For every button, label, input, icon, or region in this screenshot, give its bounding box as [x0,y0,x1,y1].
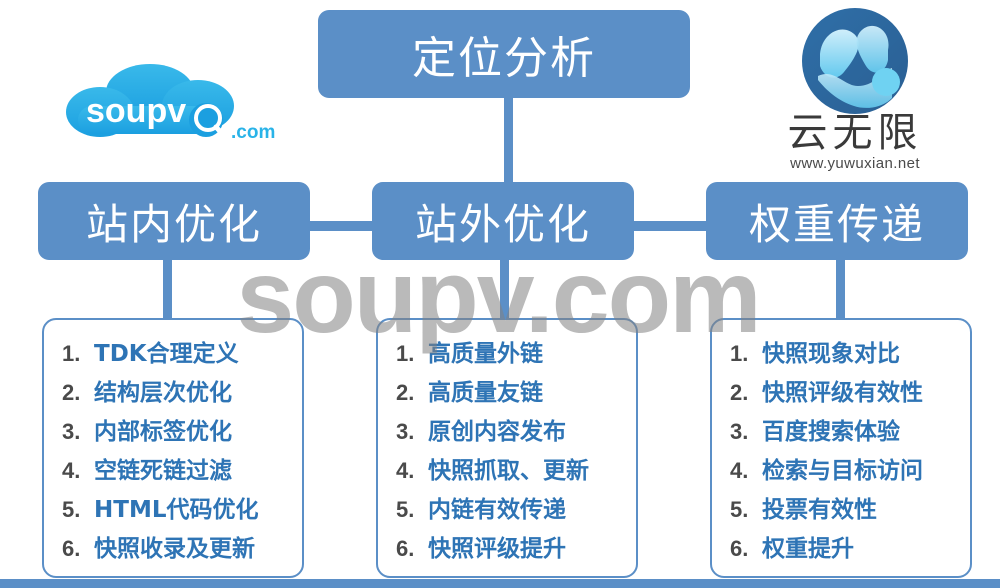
list-item: 3. 百度搜索体验 [712,412,970,451]
list-item-label: 快照现象对比 [762,341,900,367]
list-item: 4. 检索与目标访问 [712,451,970,490]
list-item-number: 5. [62,497,81,522]
node-title-box[interactable]: 定位分析 [318,10,690,98]
node-branch-weight-transfer[interactable]: 权重传递 [706,182,968,260]
list-item-label: 空链死链过滤 [94,458,232,484]
list-card-weight-transfer: 1. 快照现象对比 2. 快照评级有效性 3. 百度搜索体验 4. 检索与目标访… [710,318,972,578]
list-item-label: 快照评级提升 [428,536,566,562]
bottom-accent-bar [0,579,1000,588]
list-card-on-site: 1. TDK合理定义 2. 结构层次优化 3. 内部标签优化 4. 空链死链过滤… [42,318,304,578]
list-item-label: TDK合理定义 [94,341,239,367]
list-item-label: 内部标签优化 [94,419,232,445]
list-item-label: 权重提升 [762,536,854,562]
list-item-number: 2. [62,380,81,405]
list-item-number: 1. [62,341,81,366]
cloud-magnifier-icon: soupv .com [66,64,275,143]
list-item-number: 6. [730,536,749,561]
list-item: 3. 原创内容发布 [378,412,636,451]
list-item: 1. 高质量外链 [378,334,636,373]
list-item-label: 检索与目标访问 [762,458,923,484]
list-item-label: 快照收录及更新 [94,536,255,562]
branch-label-weight-transfer: 权重传递 [748,199,925,249]
list-item-number: 6. [396,536,415,561]
node-branch-on-site[interactable]: 站内优化 [38,182,310,260]
connector-center-to-right [620,221,730,231]
connector-center-to-card [500,258,509,320]
list-item-label: 投票有效性 [762,497,877,523]
list-item-label: 百度搜索体验 [762,419,900,445]
list-item-number: 3. [396,419,415,444]
list-item: 5. 投票有效性 [712,490,970,529]
logo-yuwuxian-brand: 云无限 [787,110,923,156]
list-item-label: HTML代码优化 [94,497,259,523]
list-item: 5. 内链有效传递 [378,490,636,529]
list-item: 5. HTML代码优化 [44,490,302,529]
list-item: 4. 空链死链过滤 [44,451,302,490]
list-item-number: 4. [730,458,749,483]
logo-soupv[interactable]: soupv .com [58,58,288,158]
list-item: 6. 快照评级提升 [378,529,636,568]
list-item-label: 快照抓取、更新 [428,458,589,484]
list-item-number: 4. [396,458,415,483]
connector-left-to-card [163,258,172,320]
list-item-number: 5. [730,497,749,522]
list-item-label: 高质量外链 [428,341,543,367]
list-item-number: 4. [62,458,81,483]
logo-soupv-wordmark: soupv [86,92,186,130]
list-item: 2. 高质量友链 [378,373,636,412]
logo-yuwuxian-url: www.yuwuxian.net [790,155,920,172]
connector-center-to-left [280,221,390,231]
list-item-label: 结构层次优化 [94,380,232,406]
list-item-number: 1. [730,341,749,366]
list-item-label: 原创内容发布 [428,419,566,445]
list-item-number: 5. [396,497,415,522]
list-item-label: 内链有效传递 [428,497,566,523]
circle-wave-emblem-icon [802,8,908,114]
list-item-number: 3. [62,419,81,444]
connector-right-to-card [836,258,845,320]
list-item: 6. 快照收录及更新 [44,529,302,568]
list-item-number: 3. [730,419,749,444]
branch-label-on-site: 站内优化 [85,199,262,249]
list-item: 1. TDK合理定义 [44,334,302,373]
node-branch-off-site[interactable]: 站外优化 [372,182,634,260]
node-title-label: 定位分析 [412,33,596,84]
list-item: 2. 快照评级有效性 [712,373,970,412]
list-item: 6. 权重提升 [712,529,970,568]
list-card-off-site: 1. 高质量外链 2. 高质量友链 3. 原创内容发布 4. 快照抓取、更新 5… [376,318,638,578]
list-item: 3. 内部标签优化 [44,412,302,451]
list-item-number: 2. [396,380,415,405]
list-item-label: 快照评级有效性 [762,380,923,406]
list-item-label: 高质量友链 [428,380,543,406]
connector-top-to-center [504,96,513,188]
logo-soupv-suffix: .com [231,122,275,143]
list-item-number: 1. [396,341,415,366]
magnifier-glyph [194,104,229,141]
logo-yuwuxian[interactable]: 云无限 www.yuwuxian.net [745,6,965,178]
list-item: 1. 快照现象对比 [712,334,970,373]
list-item-number: 2. [730,380,749,405]
list-item: 2. 结构层次优化 [44,373,302,412]
branch-label-off-site: 站外优化 [414,199,591,249]
list-item: 4. 快照抓取、更新 [378,451,636,490]
list-item-number: 6. [62,536,81,561]
